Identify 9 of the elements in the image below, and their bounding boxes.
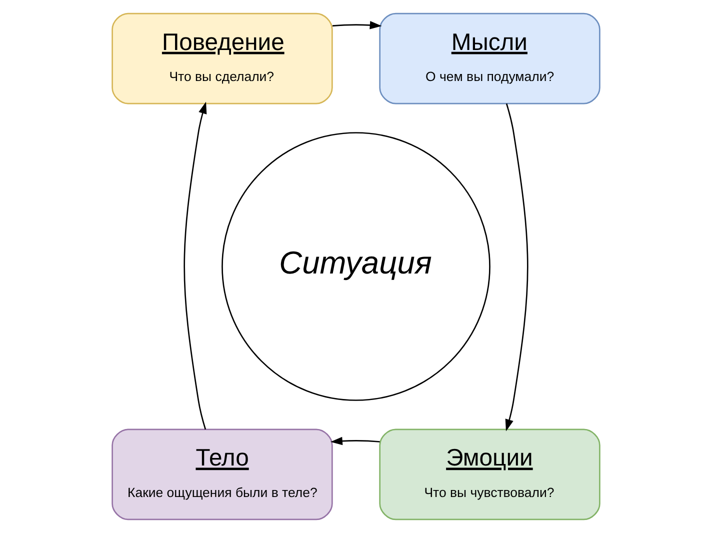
arrow bbox=[183, 102, 206, 430]
node-circle: Ситуация bbox=[221, 132, 490, 401]
arrow bbox=[504, 103, 528, 432]
arrow bbox=[332, 20, 382, 30]
arrow bbox=[330, 436, 380, 446]
node-box: Поведение Что вы сделали? bbox=[111, 12, 332, 104]
node-box: Тело Какие ощущения были в теле? bbox=[111, 428, 332, 520]
node-box: Эмоции Что вы чувствовали? bbox=[378, 428, 600, 520]
node-box: Мысли О чем вы подумали? bbox=[378, 12, 600, 104]
